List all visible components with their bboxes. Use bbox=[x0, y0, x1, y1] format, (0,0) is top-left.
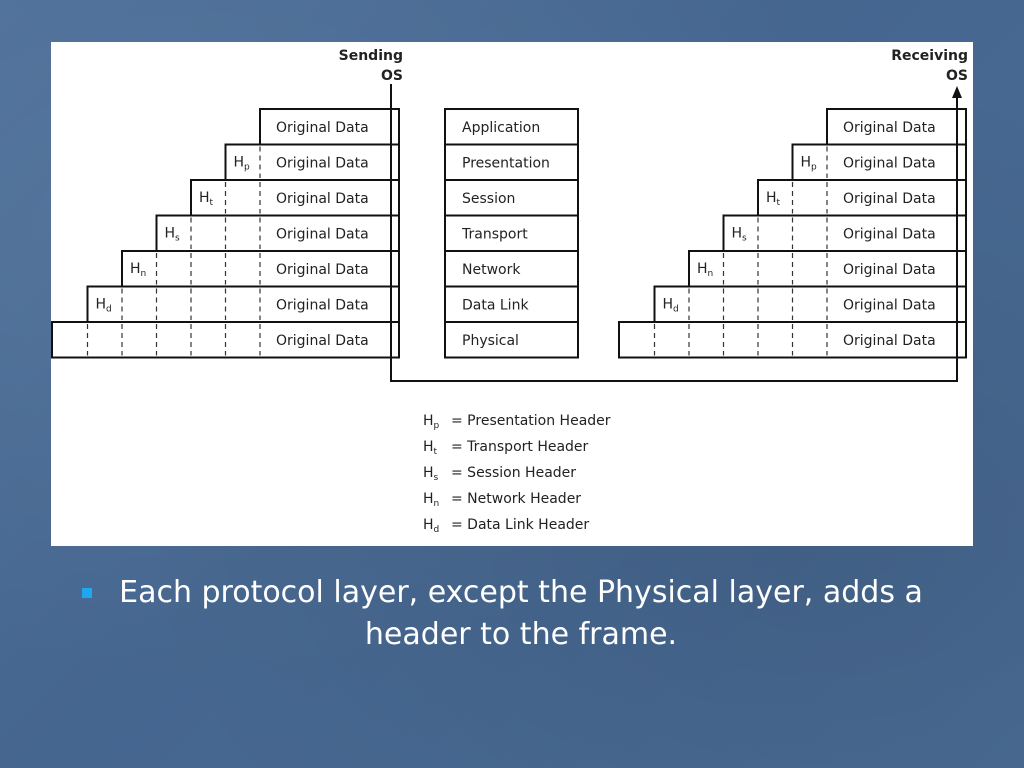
receiving-os-label-line2: OS bbox=[946, 68, 968, 84]
layer-label-2: Session bbox=[462, 191, 515, 207]
receiving-header-p: Hp bbox=[801, 155, 818, 173]
layer-label-4: Network bbox=[462, 262, 521, 278]
legend-text-p: = Presentation Header bbox=[451, 413, 611, 429]
legend-text-n: = Network Header bbox=[451, 491, 581, 507]
layer-label-5: Data Link bbox=[462, 298, 529, 314]
sending-original-data-2: Original Data bbox=[276, 191, 369, 207]
caption-text: Each protocol layer, except the Physical… bbox=[119, 575, 923, 652]
receiving-original-data-0: Original Data bbox=[843, 120, 936, 136]
layer-box-6 bbox=[444, 321, 579, 359]
legend-text-s: = Session Header bbox=[451, 465, 576, 481]
flow-arrow-icon bbox=[952, 86, 962, 98]
legend-symbol-t: Ht bbox=[423, 439, 438, 457]
receiving-header-d: Hd bbox=[663, 297, 679, 315]
layer-label-3: Transport bbox=[461, 227, 528, 243]
caption: Each protocol layer, except the Physical… bbox=[82, 572, 942, 656]
receiving-header-t: Ht bbox=[766, 190, 781, 208]
receiving-original-data-5: Original Data bbox=[843, 298, 936, 314]
legend-symbol-s: Hs bbox=[423, 465, 439, 483]
sending-header-t: Ht bbox=[199, 190, 214, 208]
sending-row-6 bbox=[51, 321, 400, 359]
receiving-original-data-3: Original Data bbox=[843, 227, 936, 243]
sending-header-d: Hd bbox=[96, 297, 112, 315]
sending-header-n: Hn bbox=[130, 261, 146, 279]
sending-original-data-5: Original Data bbox=[276, 298, 369, 314]
receiving-header-s: Hs bbox=[732, 226, 748, 244]
sending-original-data-4: Original Data bbox=[276, 262, 369, 278]
receiving-row-6 bbox=[618, 321, 967, 359]
sending-original-data-3: Original Data bbox=[276, 227, 369, 243]
receiving-os-label: Receiving bbox=[891, 48, 968, 64]
legend-symbol-d: Hd bbox=[423, 517, 439, 535]
receiving-original-data-1: Original Data bbox=[843, 156, 936, 172]
receiving-original-data-2: Original Data bbox=[843, 191, 936, 207]
receiving-header-n: Hn bbox=[697, 261, 713, 279]
sending-original-data-1: Original Data bbox=[276, 156, 369, 172]
layer-label-6: Physical bbox=[462, 333, 519, 349]
legend-text-d: = Data Link Header bbox=[451, 517, 589, 533]
receiving-original-data-6: Original Data bbox=[843, 333, 936, 349]
sending-os-label-line2: OS bbox=[381, 68, 403, 84]
bullet-square-icon bbox=[82, 588, 92, 598]
layer-label-0: Application bbox=[462, 120, 540, 136]
sending-original-data-6: Original Data bbox=[276, 333, 369, 349]
legend-text-t: = Transport Header bbox=[451, 439, 589, 455]
legend-symbol-n: Hn bbox=[423, 491, 439, 509]
sending-original-data-0: Original Data bbox=[276, 120, 369, 136]
sending-header-s: Hs bbox=[165, 226, 181, 244]
sending-os-label: Sending bbox=[339, 48, 403, 64]
sending-header-p: Hp bbox=[234, 155, 251, 173]
receiving-original-data-4: Original Data bbox=[843, 262, 936, 278]
legend-symbol-p: Hp bbox=[423, 413, 440, 431]
layer-label-1: Presentation bbox=[462, 156, 550, 172]
data-flow-line bbox=[390, 84, 958, 382]
